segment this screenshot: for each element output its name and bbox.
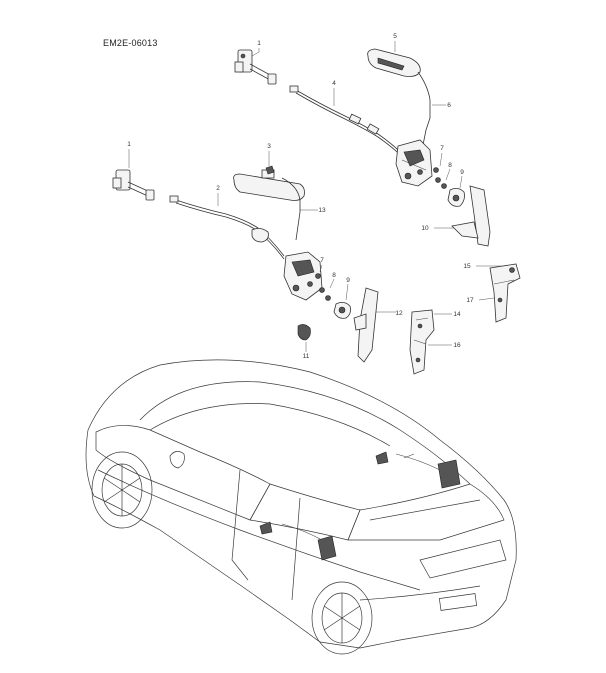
callout-8-c8b: 8 bbox=[332, 272, 336, 279]
window-regulator-14-16 bbox=[409, 309, 452, 375]
vehicle-outline bbox=[85, 359, 517, 655]
front-door-latch bbox=[283, 251, 323, 301]
callout-8-c8a: 8 bbox=[448, 162, 452, 169]
callout-10-c10: 10 bbox=[421, 225, 429, 232]
diagram-code: EM2E-06013 bbox=[103, 38, 158, 48]
callout-16-c16: 16 bbox=[453, 342, 461, 349]
callout-7-c7b: 7 bbox=[320, 257, 324, 264]
callout-7-c7a: 7 bbox=[440, 145, 444, 152]
callout-13-c13: 13 bbox=[318, 207, 326, 214]
callout-12-c12: 12 bbox=[395, 310, 403, 317]
callout-9-c9b: 9 bbox=[346, 277, 350, 284]
rear-door-latch bbox=[395, 139, 433, 187]
door-checker-top bbox=[234, 48, 277, 85]
callout-11-c11: 11 bbox=[303, 353, 310, 360]
callout-9-c9a: 9 bbox=[460, 169, 464, 176]
window-regulator-15-17 bbox=[476, 263, 521, 323]
cable-2 bbox=[169, 193, 285, 260]
grommet-11 bbox=[297, 324, 311, 352]
outside-handle-rear bbox=[367, 41, 421, 77]
outside-handle-front bbox=[233, 151, 318, 241]
door-checker-left bbox=[112, 149, 155, 201]
rear-screws bbox=[433, 152, 465, 207]
callout-6-c6: 6 bbox=[447, 102, 451, 109]
callout-4-c4: 4 bbox=[332, 80, 336, 87]
callout-1-c1a: 1 bbox=[257, 40, 261, 47]
callout-1-c1b: 1 bbox=[127, 141, 131, 148]
callout-3-c3: 3 bbox=[267, 143, 271, 150]
bracket-12 bbox=[353, 287, 396, 363]
callout-15-c15: 15 bbox=[463, 263, 471, 270]
callout-14-c14: 14 bbox=[453, 311, 461, 318]
callout-2-c2: 2 bbox=[216, 185, 220, 192]
rod-6 bbox=[417, 71, 446, 151]
cable-4 bbox=[289, 85, 399, 154]
bracket-10 bbox=[434, 185, 491, 247]
callout-17-c17: 17 bbox=[466, 297, 474, 304]
front-screws bbox=[315, 264, 351, 319]
callout-5-c5: 5 bbox=[393, 33, 397, 40]
